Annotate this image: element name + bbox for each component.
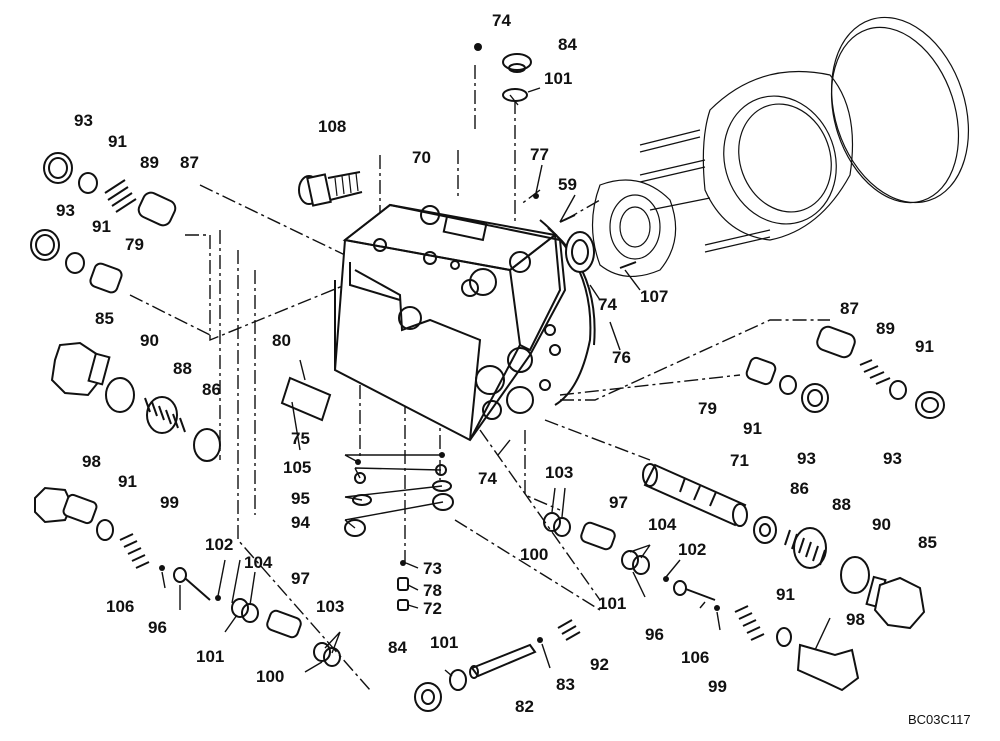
callout-82: 82	[515, 697, 534, 716]
callout-103: 103	[316, 597, 344, 616]
bottom-center-parts	[397, 560, 581, 712]
motor-housing	[591, 16, 970, 278]
callout-91: 91	[92, 217, 111, 236]
bolt-108	[298, 171, 363, 207]
callout-91: 91	[915, 337, 934, 356]
callout-93: 93	[74, 111, 93, 130]
callout-79: 79	[125, 235, 144, 254]
callout-93: 93	[883, 449, 902, 468]
callout-98: 98	[846, 610, 865, 629]
callout-73: 73	[423, 559, 442, 578]
check-parts	[344, 452, 454, 537]
top-plug-group	[474, 43, 539, 199]
callout-72: 72	[423, 599, 442, 618]
callout-97: 97	[609, 493, 628, 512]
callout-84: 84	[558, 35, 577, 54]
callout-107: 107	[640, 287, 668, 306]
callout-87: 87	[840, 299, 859, 318]
callout-106: 106	[681, 648, 709, 667]
callout-100: 100	[256, 667, 284, 686]
right-lower-parts	[543, 512, 860, 692]
callout-101: 101	[544, 69, 572, 88]
left-middle-parts	[50, 341, 221, 462]
callout-87: 87	[180, 153, 199, 172]
plate-80	[280, 359, 332, 422]
callout-74: 74	[492, 11, 511, 30]
callout-59: 59	[558, 175, 577, 194]
callout-91: 91	[108, 132, 127, 151]
callout-91: 91	[776, 585, 795, 604]
callout-98: 98	[82, 452, 101, 471]
callout-108: 108	[318, 117, 346, 136]
callout-70: 70	[412, 148, 431, 167]
left-upper-parts	[30, 152, 177, 294]
callout-88: 88	[173, 359, 192, 378]
callout-99: 99	[708, 677, 727, 696]
callout-90: 90	[140, 331, 159, 350]
callout-80: 80	[272, 331, 291, 350]
callout-99: 99	[160, 493, 179, 512]
callout-75: 75	[291, 429, 310, 448]
callout-86: 86	[790, 479, 809, 498]
callout-93: 93	[797, 449, 816, 468]
callout-104: 104	[648, 515, 677, 534]
callout-100: 100	[520, 545, 548, 564]
callout-106: 106	[106, 597, 134, 616]
right-upper-parts	[745, 325, 945, 419]
callout-92: 92	[590, 655, 609, 674]
callout-97: 97	[291, 569, 310, 588]
callout-86: 86	[202, 380, 221, 399]
callout-103: 103	[545, 463, 573, 482]
callout-96: 96	[148, 618, 167, 637]
spool-71	[642, 463, 748, 527]
callout-71: 71	[730, 451, 749, 470]
callout-94: 94	[291, 513, 310, 532]
callout-85: 85	[95, 309, 114, 328]
callout-labels: 74 84 101 108 70 77 59 107 74 76 93 91 8…	[56, 11, 937, 716]
callout-89: 89	[876, 319, 895, 338]
callout-91: 91	[743, 419, 762, 438]
callout-105: 105	[283, 458, 311, 477]
callout-74: 74	[598, 295, 617, 314]
callout-89: 89	[140, 153, 159, 172]
callout-77: 77	[530, 145, 549, 164]
left-lower-parts	[34, 486, 341, 667]
valve-body	[333, 203, 596, 442]
callout-76: 76	[612, 348, 631, 367]
callout-93: 93	[56, 201, 75, 220]
callout-83: 83	[556, 675, 575, 694]
callout-101: 101	[598, 594, 626, 613]
callout-101: 101	[430, 633, 458, 652]
right-middle-parts	[753, 516, 926, 630]
callout-90: 90	[872, 515, 891, 534]
callout-96: 96	[645, 625, 664, 644]
callout-91: 91	[118, 472, 137, 491]
leader-lines	[161, 87, 831, 677]
callout-78: 78	[423, 581, 442, 600]
drawing-code: BC03C117	[908, 712, 971, 727]
callout-88: 88	[832, 495, 851, 514]
bearing-59	[559, 214, 637, 273]
callout-79: 79	[698, 399, 717, 418]
callout-102: 102	[205, 535, 233, 554]
callout-85: 85	[918, 533, 937, 552]
callout-101: 101	[196, 647, 224, 666]
callout-84: 84	[388, 638, 407, 657]
callout-95: 95	[291, 489, 310, 508]
callout-104: 104	[244, 553, 273, 572]
callout-74: 74	[478, 469, 497, 488]
callout-102: 102	[678, 540, 706, 559]
